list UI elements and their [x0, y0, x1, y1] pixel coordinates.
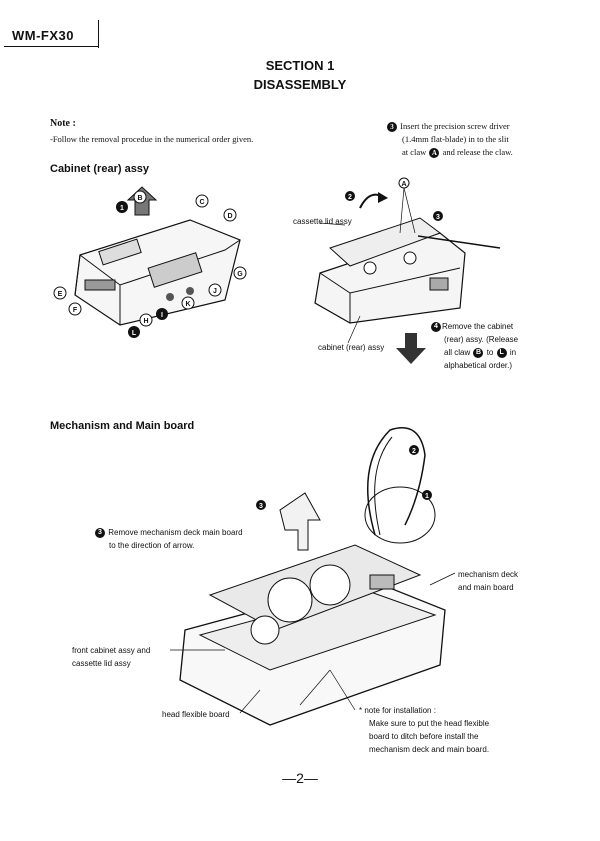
- step4-line3: all claw B to L in: [430, 346, 580, 359]
- svg-text:2: 2: [348, 194, 352, 201]
- svg-text:D: D: [227, 213, 232, 220]
- front-cabinet-label-line2: cassette lid assy: [72, 659, 131, 668]
- header-underline: [4, 46, 98, 47]
- page-number: —2—: [282, 770, 318, 786]
- mechanism-heading: Mechanism and Main board: [50, 420, 195, 432]
- claw-marker: L: [496, 347, 507, 358]
- step-marker: 3: [387, 122, 397, 133]
- step3-line1: Insert the precision screw driver: [400, 121, 510, 131]
- step4-line1: Remove the cabinet: [442, 322, 514, 331]
- svg-text:3: 3: [259, 503, 263, 510]
- mechanism-step3-line1: Remove mechanism deck main board: [108, 528, 243, 537]
- note-text: -Follow the removal procedue in the nume…: [50, 134, 254, 144]
- step3-line3a: at claw: [402, 147, 427, 157]
- claw-marker: A: [429, 148, 440, 159]
- svg-text:E: E: [58, 291, 63, 298]
- cabinet-heading: Cabinet (rear) assy: [50, 163, 150, 175]
- install-note-title: * note for installation :: [359, 706, 436, 715]
- mechanism-step3: 3 Remove mechanism deck main board to th…: [94, 526, 243, 552]
- step3-line3b: and release the claw.: [442, 147, 513, 157]
- section-subtitle: DISASSEMBLY: [253, 77, 347, 92]
- svg-text:B: B: [137, 195, 142, 202]
- install-line1: Make sure to put the head flexible: [369, 719, 490, 728]
- step4-to: to: [486, 348, 494, 357]
- note-title: Note :: [50, 118, 76, 129]
- cabinet-rear-label: cabinet (rear) assy: [318, 343, 385, 352]
- step4-in: in: [509, 348, 517, 357]
- svg-text:G: G: [237, 271, 243, 278]
- step3-instruction: 3 Insert the precision screw driver (1.4…: [386, 120, 576, 159]
- step3-line3: at claw A and release the claw.: [386, 146, 576, 159]
- step-marker: 3: [95, 527, 105, 538]
- section-title: SECTION 1: [265, 58, 335, 73]
- svg-text:3: 3: [436, 214, 440, 221]
- deck-label-line2: and main board: [458, 583, 514, 592]
- cabinet-rear-illustration: 1 B C D G J K E F H I L: [53, 186, 247, 338]
- cassette-lid-illustration: 2 A 3: [314, 177, 501, 364]
- svg-text:F: F: [73, 307, 78, 314]
- svg-text:2: 2: [412, 448, 416, 455]
- install-line3: mechanism deck and main board.: [369, 745, 490, 754]
- step-marker: 4: [431, 321, 441, 332]
- step4-line4: alphabetical order.): [444, 361, 513, 370]
- svg-text:H: H: [143, 318, 148, 325]
- install-line2: board to ditch before install the: [369, 732, 479, 741]
- step4-line2: (rear) assy. (Release: [444, 335, 519, 344]
- svg-text:K: K: [185, 301, 190, 308]
- svg-text:A: A: [401, 181, 406, 188]
- step3-line2: (1.4mm flat-blade) in to the slit: [402, 134, 509, 144]
- svg-text:J: J: [213, 288, 217, 295]
- front-cabinet-label-line1: front cabinet assy and: [72, 646, 151, 655]
- cassette-lid-label: cassette lid assy: [293, 217, 352, 226]
- svg-text:1: 1: [120, 205, 124, 212]
- header-divider: [98, 20, 99, 48]
- mechanism-illustration: 2 1 3: [170, 427, 456, 726]
- svg-text:L: L: [132, 330, 137, 337]
- svg-text:I: I: [161, 312, 163, 319]
- mechanism-step3-line2: to the direction of arrow.: [109, 541, 195, 550]
- svg-text:1: 1: [425, 493, 429, 500]
- head-flexible-label: head flexible board: [162, 710, 230, 719]
- installation-note: * note for installation : Make sure to p…: [359, 704, 549, 756]
- model-number: WM-FX30: [12, 28, 74, 43]
- deck-label-line1: mechanism deck: [458, 570, 519, 579]
- step4-line3a: all claw: [444, 348, 471, 357]
- claw-marker: B: [473, 347, 484, 358]
- svg-text:C: C: [199, 199, 204, 206]
